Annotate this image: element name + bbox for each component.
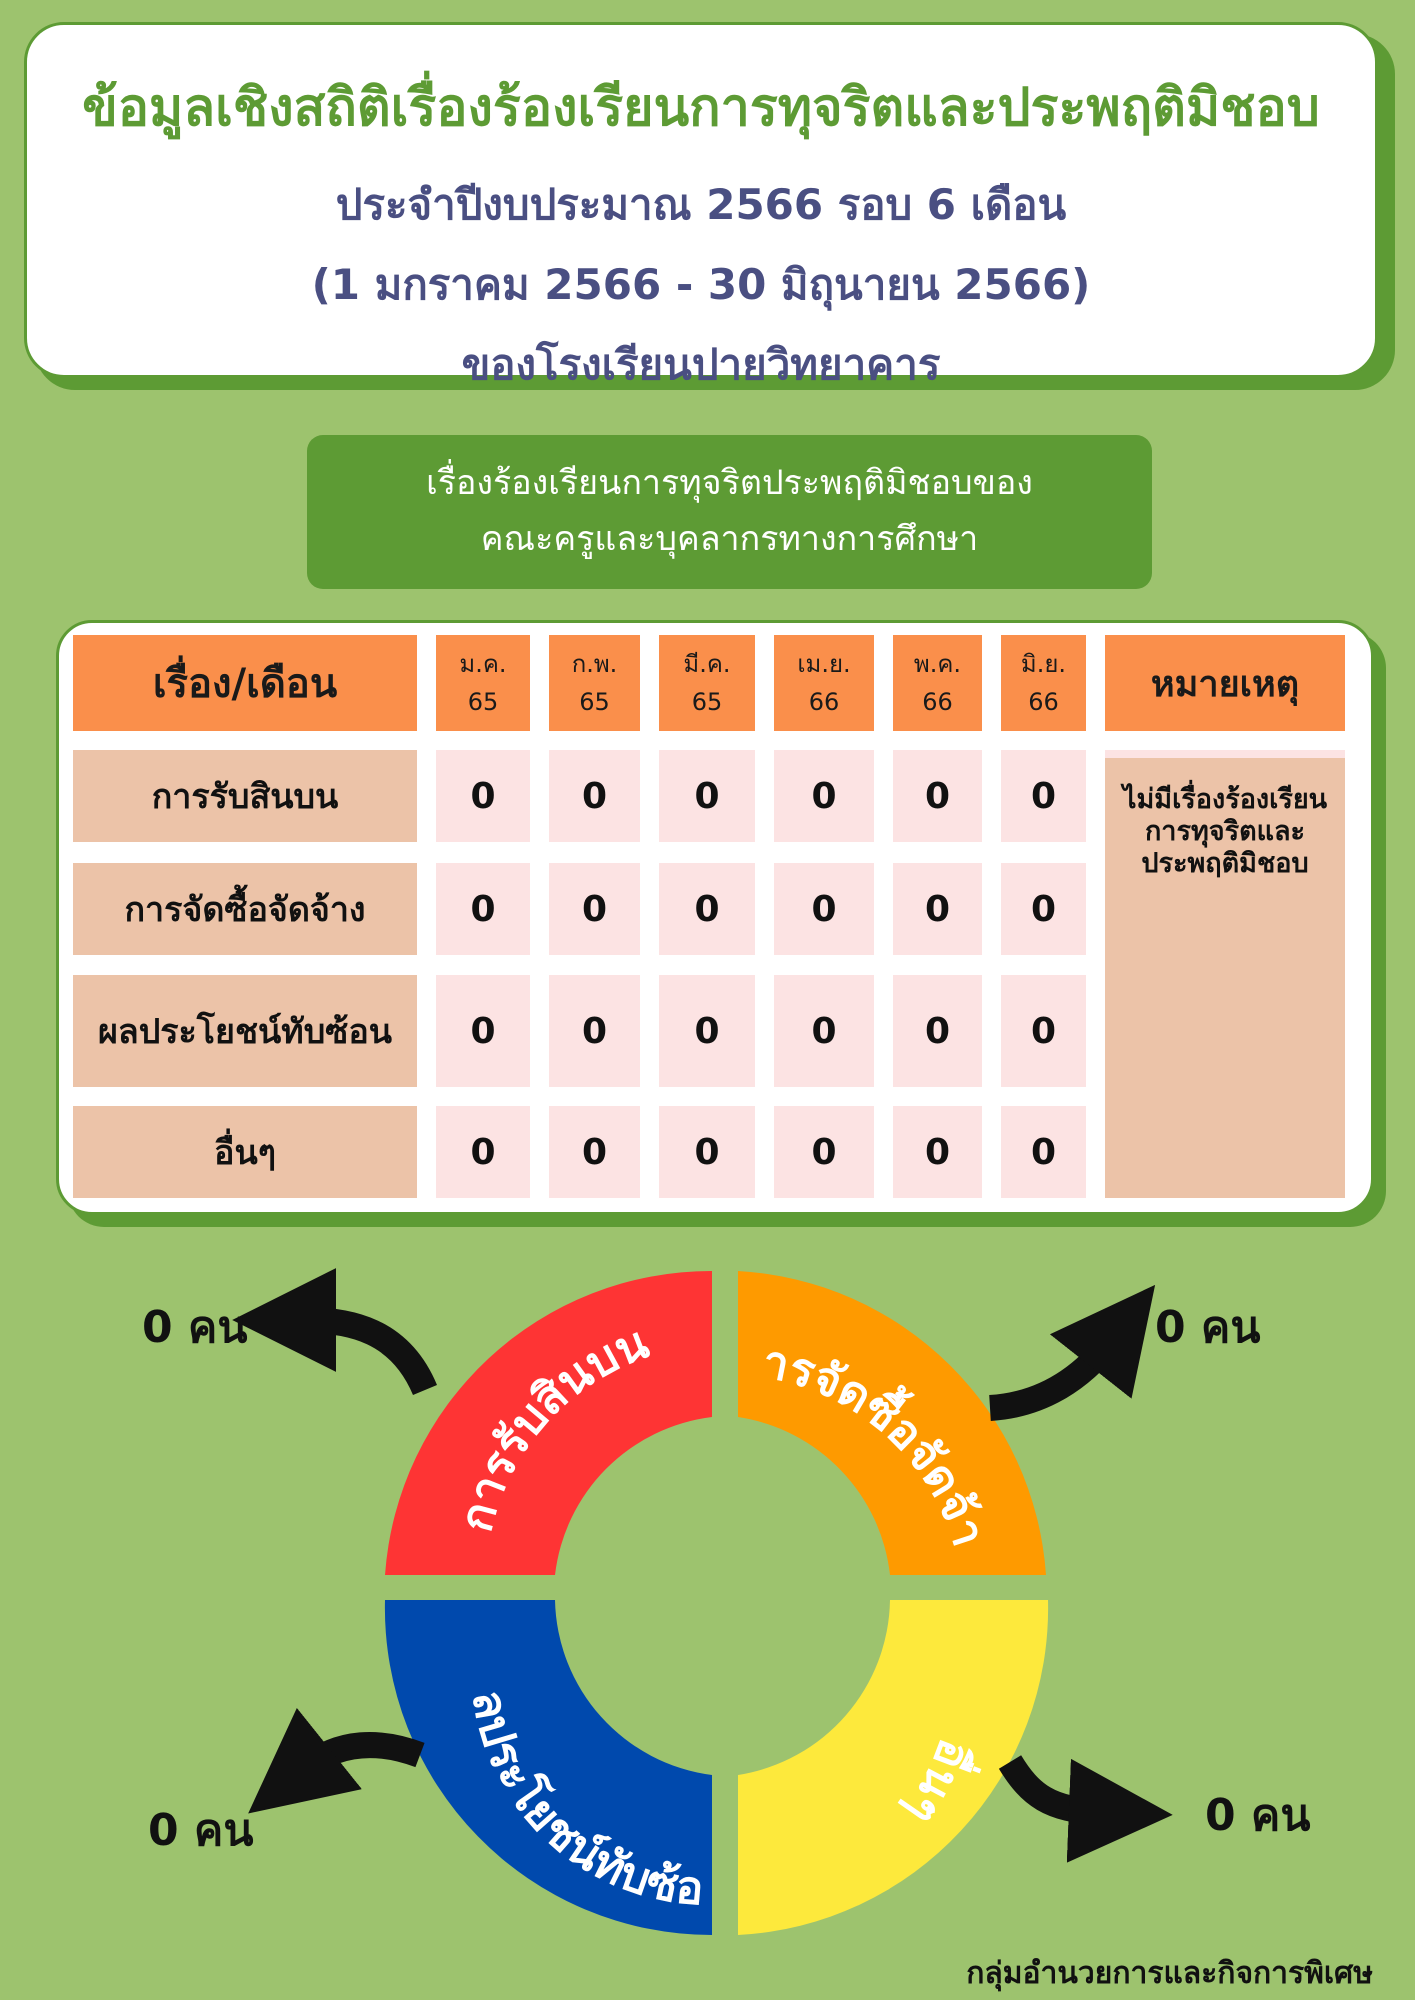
month-year: 65 bbox=[691, 688, 723, 716]
table-cell: 0 bbox=[659, 1106, 755, 1198]
table-cell: 0 bbox=[893, 975, 982, 1087]
month-name: ก.พ. bbox=[571, 650, 618, 678]
table-cell: 0 bbox=[1001, 1106, 1086, 1198]
month-year: 66 bbox=[922, 688, 953, 716]
table-cell: 0 bbox=[1001, 863, 1086, 955]
table-cell: 0 bbox=[549, 975, 640, 1087]
table-cell: 0 bbox=[659, 975, 755, 1087]
table-cell: 0 bbox=[549, 863, 640, 955]
topic-column-header: เรื่อง/เดือน bbox=[73, 635, 417, 731]
table-cell: 0 bbox=[549, 1106, 640, 1198]
month-year: 65 bbox=[467, 688, 499, 716]
date-range-line: (1 มกราคม 2566 - 30 มิถุนายน 2566) bbox=[311, 260, 1091, 309]
table-cell: 0 bbox=[774, 1106, 874, 1198]
arrow-bottom-right-icon bbox=[998, 1755, 1173, 1863]
procurement-count: 0 คน bbox=[1155, 1302, 1261, 1353]
table-cell: 0 bbox=[436, 975, 530, 1087]
footer-department: กลุ่มอำนวยการและกิจการพิเศษ bbox=[966, 1956, 1373, 1991]
note-line: การทุจริตและ bbox=[1144, 816, 1306, 847]
table-cell: 0 bbox=[436, 750, 530, 842]
month-header: เม.ย. 66 bbox=[774, 635, 874, 731]
section-banner-line1: เรื่องร้องเรียนการทุจริตประพฤติมิชอบของ bbox=[426, 463, 1033, 503]
note-line: ประพฤติมิชอบ bbox=[1141, 848, 1309, 879]
row-label-bribery: การรับสินบน bbox=[73, 750, 417, 842]
page-title: ข้อมูลเชิงสถิติเรื่องร้องเรียนการทุจริตแ… bbox=[82, 78, 1320, 138]
table-cell: 0 bbox=[659, 863, 755, 955]
table-cell: 0 bbox=[893, 863, 982, 955]
table-cell: 0 bbox=[893, 1106, 982, 1198]
table-cell: 0 bbox=[549, 750, 640, 842]
month-header: พ.ค. 66 bbox=[893, 635, 982, 731]
section-banner-line2: คณะครูและบุคลากรทางการศึกษา bbox=[480, 519, 979, 559]
fiscal-year-line: ประจำปีงบประมาณ 2566 รอบ 6 เดือน bbox=[335, 180, 1067, 229]
arrow-top-right-icon bbox=[988, 1284, 1156, 1421]
complaints-table: เรื่อง/เดือน ม.ค. 65 ก.พ. 65 มี.ค. 65 เม… bbox=[56, 620, 1374, 1215]
header-card: ข้อมูลเชิงสถิติเรื่องร้องเรียนการทุจริตแ… bbox=[24, 22, 1378, 389]
table-cell: 0 bbox=[1001, 750, 1086, 842]
note-column-header: หมายเหตุ bbox=[1105, 635, 1345, 731]
section-banner: เรื่องร้องเรียนการทุจริตประพฤติมิชอบของ … bbox=[307, 435, 1152, 589]
bribery-segment bbox=[385, 1270, 712, 1575]
school-name-line: ของโรงเรียนปายวิทยาคาร bbox=[461, 340, 941, 389]
month-header: มิ.ย. 66 bbox=[1001, 635, 1086, 731]
conflict-of-interest-segment bbox=[384, 1600, 712, 1935]
note-cell: ไม่มีเรื่องร้องเรียน การทุจริตและ ประพฤต… bbox=[1105, 758, 1345, 1198]
month-header: ก.พ. 65 bbox=[549, 635, 640, 731]
table-cell: 0 bbox=[774, 750, 874, 842]
other-segment bbox=[738, 1600, 1049, 1935]
month-name: มิ.ย. bbox=[1020, 650, 1067, 678]
table-cell: 0 bbox=[893, 750, 982, 842]
note-cell-top-strip bbox=[1105, 750, 1345, 758]
other-count: 0 คน bbox=[1205, 1790, 1311, 1841]
table-cell: 0 bbox=[436, 863, 530, 955]
month-name: ม.ค. bbox=[459, 650, 507, 678]
month-name: พ.ค. bbox=[913, 650, 962, 678]
procurement-segment bbox=[738, 1271, 1046, 1575]
conflict-of-interest-count: 0 คน bbox=[148, 1805, 254, 1856]
month-name: มี.ค. bbox=[683, 650, 731, 678]
month-year: 66 bbox=[808, 688, 840, 716]
month-header: ม.ค. 65 bbox=[436, 635, 530, 731]
conflict-of-interest-segment-label: ผลประโยชน์ทับซ้อน bbox=[0, 0, 706, 1916]
row-label-other: อื่นๆ bbox=[73, 1106, 417, 1198]
arrow-top-left-icon bbox=[232, 1268, 437, 1396]
row-label-conflict-of-interest: ผลประโยชน์ทับซ้อน bbox=[73, 975, 417, 1087]
month-name: เม.ย. bbox=[797, 650, 851, 678]
row-label-procurement: การจัดซื้อจัดจ้าง bbox=[73, 863, 417, 955]
table-cell: 0 bbox=[774, 863, 874, 955]
table-cell: 0 bbox=[436, 1106, 530, 1198]
arrow-bottom-left-icon bbox=[248, 1707, 425, 1814]
table-cell: 0 bbox=[1001, 975, 1086, 1087]
table-cell: 0 bbox=[659, 750, 755, 842]
month-year: 66 bbox=[1028, 688, 1059, 716]
month-header: มี.ค. 65 bbox=[659, 635, 755, 731]
note-line: ไม่มีเรื่องร้องเรียน bbox=[1122, 784, 1328, 815]
bribery-count: 0 คน bbox=[142, 1302, 248, 1353]
table-cell: 0 bbox=[774, 975, 874, 1087]
month-year: 65 bbox=[579, 688, 610, 716]
